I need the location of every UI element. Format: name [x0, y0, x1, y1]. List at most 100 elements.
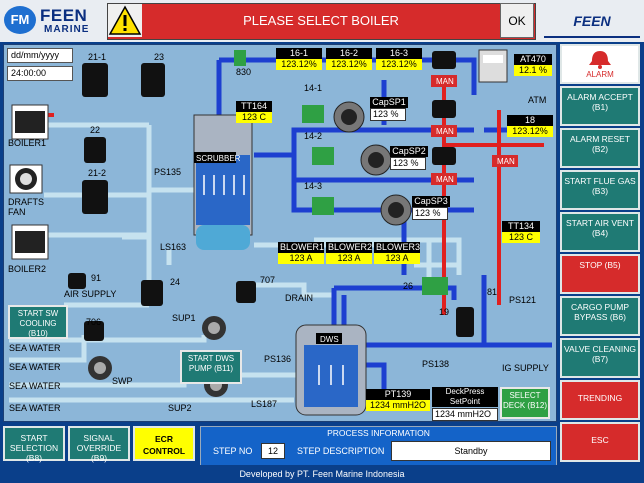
ecr-control-button[interactable]: ECR CONTROL [133, 426, 195, 461]
valve-19-label: 19 [439, 307, 450, 317]
signal-override-button[interactable]: SIGNAL OVERRIDE (B9) [68, 426, 130, 463]
man-4-label: MAN [497, 157, 515, 166]
damper-14-1-label: 14-1 [304, 83, 323, 93]
valve-91-label: 91 [91, 273, 102, 283]
trending-button[interactable]: TRENDING [560, 380, 640, 420]
alarm-label: ALARM [586, 70, 614, 79]
sup1-label: SUP1 [172, 313, 196, 323]
start-dws-pump-button[interactable]: START DWS PUMP (B11) [180, 350, 242, 384]
blower-icons [333, 101, 412, 226]
ps135-label: PS135 [154, 167, 182, 177]
valve-706-label: 706 [86, 317, 102, 327]
ls187-label: LS187 [251, 399, 278, 409]
date-display: dd/mm/yyyy [7, 48, 73, 63]
value-tt164: 123 C [236, 112, 272, 123]
alarm-indicator: ALARM [560, 44, 640, 84]
start-selection-button[interactable]: START SELECTION (B8) [3, 426, 65, 463]
sea-water-4-label: SEA WATER [9, 403, 61, 413]
alarm-accept-button[interactable]: ALARM ACCEPT (B1) [560, 86, 640, 126]
feen-marine-right-logo: FEEN MARINE [544, 6, 640, 59]
sea-water-3-label: SEA WATER [9, 381, 61, 391]
tag-16-2: 16-2 [326, 48, 372, 59]
alarm-bell-icon [589, 51, 611, 69]
boiler-2-label: BOILER2 [8, 264, 47, 274]
value-18: 123.12% [507, 126, 553, 137]
value-pt139: 1234 mmH2O [366, 400, 430, 411]
valve-26-label: 26 [403, 281, 414, 291]
start-sw-cooling-button[interactable]: START SW COOLING (B10) [8, 305, 68, 339]
ps121-label: PS121 [509, 295, 537, 305]
valve-21-1-label: 21-1 [88, 52, 107, 62]
time-display: 24:00:00 [7, 66, 73, 81]
ig-supply-label: IG SUPPLY [502, 363, 549, 373]
valve-24-label: 24 [170, 277, 181, 287]
tag-blower3: BLOWER3 [374, 242, 421, 253]
valve-81-label: 81 [487, 287, 498, 297]
value-16-1: 123.12% [276, 59, 322, 70]
value-16-3: 123.12% [376, 59, 422, 70]
value-16-2: 123.12% [326, 59, 372, 70]
tag-blower1: BLOWER1 [278, 242, 325, 253]
man-1-label: MAN [436, 77, 454, 86]
man-2-label: MAN [436, 127, 454, 136]
value-blower3: 123 A [374, 253, 420, 264]
valve-23-label: 23 [154, 52, 165, 62]
value-capsp3: 123 % [412, 207, 448, 220]
step-description-label: STEP DESCRIPTION [297, 446, 385, 456]
step-no-label: STEP NO [213, 446, 253, 456]
dws-label: DWS [320, 335, 339, 344]
tag-tt164: TT164 [236, 101, 272, 112]
cargo-pump-bypass-button[interactable]: CARGO PUMP BYPASS (B6) [560, 296, 640, 336]
tag-at470: AT470 [514, 54, 552, 65]
process-information-panel: PROCESS INFORMATION STEP NO 12 STEP DESC… [200, 426, 557, 466]
start-air-vent-button[interactable]: START AIR VENT (B4) [560, 212, 640, 252]
boiler-1-icon [11, 104, 49, 140]
select-deck-button[interactable]: SELECT DECK (B12) [500, 387, 550, 419]
tag-tt134: TT134 [502, 221, 540, 232]
value-capsp2: 123 % [390, 157, 426, 170]
air-supply-label: AIR SUPPLY [64, 289, 117, 299]
brand-name-bottom: MARINE [44, 24, 90, 35]
tag-deckpress-setpoint: DeckPress SetPoint [432, 387, 498, 407]
damper-14-2-label: 14-2 [304, 131, 323, 141]
dws-tank-icon [295, 324, 367, 416]
alarm-reset-button[interactable]: ALARM RESET (B2) [560, 128, 640, 168]
drafts-fan-label: DRAFTS FAN [8, 197, 44, 217]
alert-banner [107, 3, 536, 40]
tag-16-3: 16-3 [376, 48, 422, 59]
value-at470: 12.1 % [514, 65, 552, 76]
tag-capsp3: CapSP3 [412, 196, 450, 207]
tag-18: 18 [507, 115, 553, 126]
tag-capsp2: CapSP2 [390, 146, 428, 157]
step-description-value: Standby [391, 441, 551, 461]
start-flue-gas-button[interactable]: START FLUE GAS (B3) [560, 170, 640, 210]
ps138-label: PS138 [422, 359, 450, 369]
valve-707-label: 707 [260, 275, 276, 285]
man-3-label: MAN [436, 175, 454, 184]
tag-blower2: BLOWER2 [326, 242, 373, 253]
alert-ok-button[interactable]: OK [500, 3, 534, 38]
process-information-title: PROCESS INFORMATION [327, 428, 430, 438]
tag-pt139: PT139 [366, 389, 430, 400]
scrubber-label: SCRUBBER [196, 154, 241, 163]
esc-button[interactable]: ESC [560, 422, 640, 462]
scrubber-tank-icon [193, 114, 253, 250]
process-diagram: MAN MAN MAN MAN SCRUBBER DWS [9, 49, 552, 416]
warning-icon [108, 4, 142, 37]
atm-label: ATM [528, 95, 547, 105]
value-blower2: 123 A [326, 253, 372, 264]
valve-830-label: 830 [236, 67, 252, 77]
alert-message: PLEASE SELECT BOILER [243, 13, 399, 28]
damper-14-3-label: 14-3 [304, 181, 323, 191]
feen-marine-logo-icon: FM [4, 6, 36, 34]
process-mimic-panel: MAN MAN MAN MAN SCRUBBER DWS dd/mm/yyyy … [3, 44, 557, 422]
valve-21-2-label: 21-2 [88, 168, 107, 178]
sea-water-2-label: SEA WATER [9, 362, 61, 372]
stop-button[interactable]: STOP (B5) [560, 254, 640, 294]
drain-label: DRAIN [285, 293, 314, 303]
value-deckpress-setpoint[interactable]: 1234 mmH2O [432, 408, 498, 421]
ps136-label: PS136 [264, 354, 292, 364]
swp-label: SWP [112, 376, 133, 386]
valve-cleaning-button[interactable]: VALVE CLEANING (B7) [560, 338, 640, 378]
